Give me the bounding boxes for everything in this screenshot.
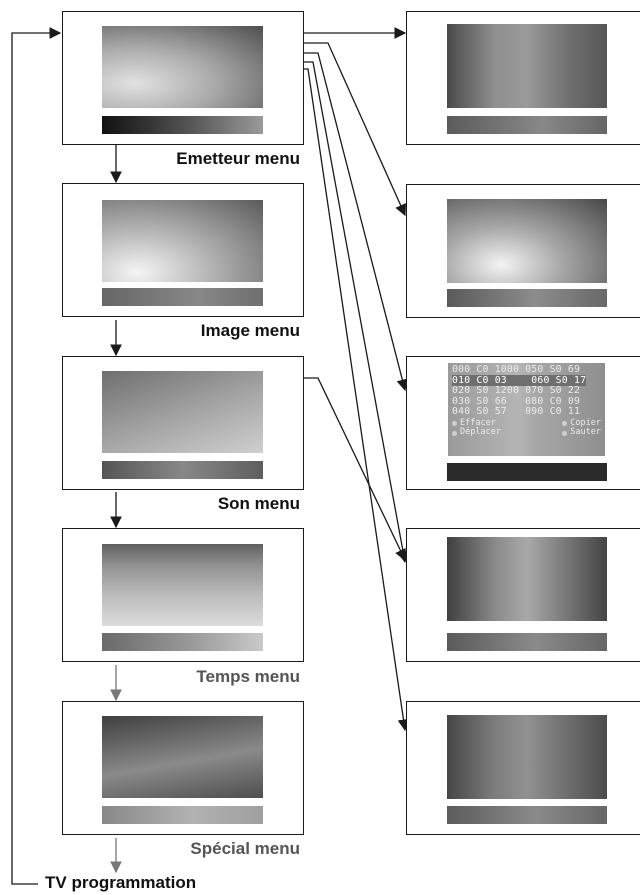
emetteur-menu-frame[interactable]: [62, 11, 304, 145]
submenu-frame-4[interactable]: [406, 528, 640, 662]
temps-menu-bar: [102, 633, 263, 651]
image-menu-bar: [102, 288, 263, 306]
special-menu-bar: [102, 806, 263, 824]
image-menu-label: Image menu: [200, 321, 300, 340]
legend-deplacer[interactable]: Déplacer: [452, 428, 527, 438]
channel-legend: Effacer Copier Déplacer Sauter: [452, 418, 601, 438]
special-menu-screen: [102, 716, 263, 798]
submenu-bar-5: [447, 806, 607, 824]
temps-menu-frame[interactable]: [62, 528, 304, 662]
bullet-icon: [562, 430, 568, 436]
submenu-screen-4: [447, 537, 607, 621]
channel-row[interactable]: 040 S0 57 090 C0 11: [452, 406, 581, 418]
channel-table: 000 C0 1000 050 S0 69 010 C0 03 060 S0 1…: [448, 363, 605, 456]
son-menu-label: Son menu: [217, 494, 300, 513]
submenu-frame-5[interactable]: [406, 701, 640, 835]
legend-sauter[interactable]: Sauter: [527, 428, 601, 438]
image-menu-screen: [102, 200, 263, 282]
channel-row[interactable]: 020 S0 1200 070 S0 22: [452, 385, 581, 397]
submenu-screen-5: [447, 715, 607, 799]
emetteur-menu-label: Emetteur menu: [176, 149, 300, 168]
temps-menu-screen: [102, 544, 263, 626]
legend-copier[interactable]: Copier: [527, 418, 601, 429]
submenu-frame-2[interactable]: [406, 184, 640, 318]
submenu-bar-2: [447, 289, 607, 307]
submenu-bar-4: [447, 633, 607, 651]
submenu-screen-1: [447, 24, 607, 108]
channel-row[interactable]: 000 C0 1000 050 S0 69: [452, 364, 581, 375]
emetteur-menu-screen: [102, 26, 263, 108]
son-menu-frame[interactable]: [62, 356, 304, 490]
special-menu-frame[interactable]: [62, 701, 304, 835]
submenu-frame-1[interactable]: [406, 11, 640, 145]
image-menu-frame[interactable]: [62, 183, 304, 317]
submenu-screen-2: [447, 199, 607, 283]
channel-row-selected[interactable]: 010 C0 03 060 S0 17: [452, 374, 587, 386]
emetteur-menu-bar: [102, 116, 263, 134]
loop-back-line: [11, 27, 62, 885]
bullet-icon: [452, 421, 457, 427]
bullet-icon: [452, 430, 457, 436]
son-menu-bar: [102, 461, 263, 479]
bullet-icon: [562, 421, 568, 427]
special-menu-label: Spécial menu: [190, 839, 300, 858]
legend-effacer[interactable]: Effacer: [452, 418, 527, 429]
temps-menu-label: Temps menu: [196, 667, 300, 686]
submenu-bar-1: [447, 116, 607, 134]
channel-row[interactable]: 030 S0 66 080 C0 09: [452, 395, 581, 407]
submenu-bar-3: [447, 463, 607, 481]
tv-programmation-label: TV programmation: [45, 873, 197, 892]
son-menu-screen: [102, 371, 263, 453]
